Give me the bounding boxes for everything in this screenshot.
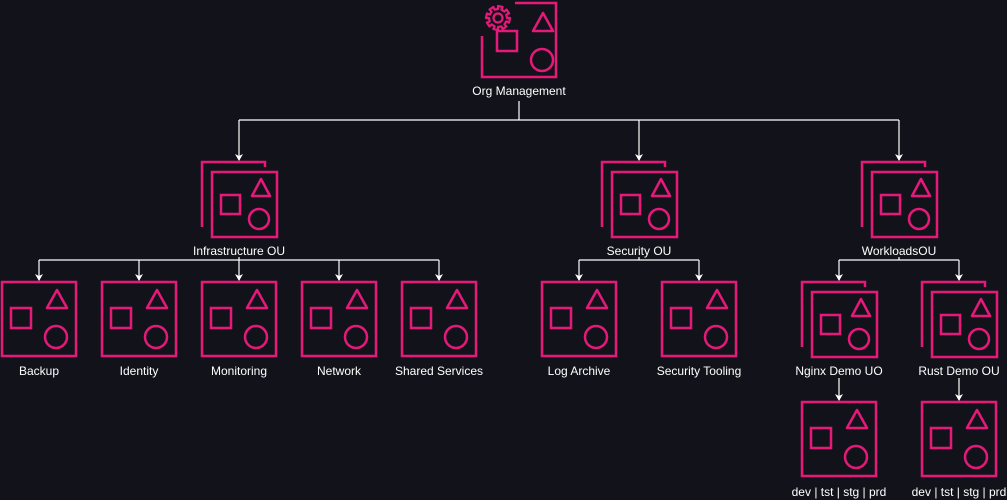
node-security[interactable]: [600, 160, 679, 239]
node-label-workloads: WorkloadsOU: [861, 244, 937, 258]
node-label-rust-envs: dev | tst | stg | prd: [911, 485, 1007, 499]
account-icon: [400, 280, 478, 358]
node-workloads[interactable]: [860, 160, 939, 239]
node-label-backup: Backup: [18, 364, 60, 378]
account-icon: [920, 400, 998, 478]
node-label-identity: Identity: [119, 364, 159, 378]
node-root[interactable]: [480, 1, 558, 79]
connectors: [35, 101, 963, 401]
account-icon: [800, 400, 878, 478]
management-account-icon: [480, 1, 558, 79]
node-label-rust-ou: Rust Demo OU: [918, 364, 1000, 378]
node-label-security: Security OU: [606, 244, 672, 258]
account-icon: [540, 280, 618, 358]
node-label-network: Network: [316, 364, 362, 378]
node-label-monitoring: Monitoring: [210, 364, 268, 378]
organizational-unit-icon: [800, 280, 879, 359]
account-icon: [200, 280, 278, 358]
node-nginx-envs[interactable]: [800, 400, 878, 478]
node-log-archive[interactable]: [540, 280, 618, 358]
account-icon: [660, 280, 738, 358]
account-icon: [0, 280, 78, 358]
node-network[interactable]: [300, 280, 378, 358]
node-security-tooling[interactable]: [660, 280, 738, 358]
node-label-nginx-ou: Nginx Demo UO: [795, 364, 883, 378]
node-label-security-tooling: Security Tooling: [656, 364, 742, 378]
node-backup[interactable]: [0, 280, 78, 358]
node-label-nginx-envs: dev | tst | stg | prd: [791, 485, 887, 499]
node-label-infrastructure: Infrastructure OU: [192, 244, 286, 258]
organizational-unit-icon: [920, 280, 999, 359]
node-label-log-archive: Log Archive: [547, 364, 611, 378]
organizational-unit-icon: [200, 160, 279, 239]
account-icon: [100, 280, 178, 358]
organizational-unit-icon: [860, 160, 939, 239]
node-rust-ou[interactable]: [920, 280, 999, 359]
node-monitoring[interactable]: [200, 280, 278, 358]
node-shared-services[interactable]: [400, 280, 478, 358]
nodes: [0, 1, 999, 478]
node-infrastructure[interactable]: [200, 160, 279, 239]
organizational-unit-icon: [600, 160, 679, 239]
node-label-root: Org Management: [472, 84, 566, 98]
node-rust-envs[interactable]: [920, 400, 998, 478]
node-label-shared-services: Shared Services: [394, 364, 484, 378]
node-identity[interactable]: [100, 280, 178, 358]
node-nginx-ou[interactable]: [800, 280, 879, 359]
account-icon: [300, 280, 378, 358]
